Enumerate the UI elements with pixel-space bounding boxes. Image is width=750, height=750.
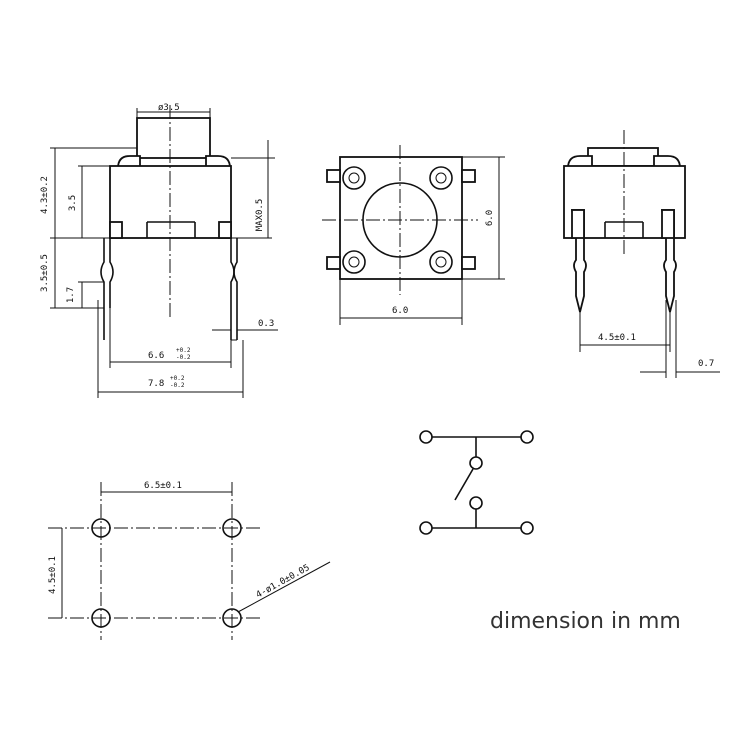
pin-bend-dim: 1.7: [66, 287, 76, 303]
side-view: ø3.5 4.3±0.2 3.5 3.5±0.5 1.7 MAX0.5 0.3 …: [40, 103, 278, 398]
right-pin: [233, 238, 238, 340]
pcb-footprint: 6.5±0.1 4.5±0.1 4-ø1.0±0.05: [48, 481, 331, 640]
terminal-2: [520, 430, 534, 444]
hole-spec-dim: 4-ø1.0±0.05: [255, 563, 312, 601]
front-pitch-dim: 4.5±0.1: [598, 333, 636, 343]
left-bump: [117, 155, 141, 169]
terminal-4: [520, 521, 534, 535]
pin-thickness-dim: 0.3: [258, 319, 274, 329]
terminal-1: [419, 430, 433, 444]
top-view: 6.0 6.0: [322, 145, 505, 325]
plunger-cap: [136, 117, 211, 159]
svg-text:-0.2: -0.2: [176, 354, 191, 361]
front-pin-width-dim: 0.7: [698, 359, 714, 369]
max-height-dim: MAX0.5: [255, 199, 265, 232]
hole-1: [91, 518, 111, 538]
contact-bottom: [469, 496, 483, 510]
footprint-pitch-x-dim: 6.5±0.1: [144, 481, 182, 491]
switch-schematic: [419, 430, 534, 535]
pin-standoff-dim: 3.5±0.5: [40, 254, 50, 292]
cap-diameter-dim: ø3.5: [158, 103, 180, 113]
svg-text:-0.2: -0.2: [170, 382, 185, 389]
top-height-dim: 6.0: [485, 210, 495, 226]
inner-width-dim: 6.6: [148, 351, 164, 361]
outer-width-dim: 7.8: [148, 379, 164, 389]
svg-text:+0.2: +0.2: [170, 375, 185, 382]
footprint-pitch-y-dim: 4.5±0.1: [48, 556, 58, 594]
top-width-dim: 6.0: [392, 306, 408, 316]
left-pin: [100, 238, 105, 340]
hole-2: [222, 518, 242, 538]
hole-3: [91, 608, 111, 628]
units-note: dimension in mm: [490, 609, 681, 634]
svg-text:+0.2: +0.2: [176, 347, 191, 354]
top-body: [339, 156, 463, 280]
contact-top: [469, 456, 483, 470]
body-height-dim: 3.5: [68, 195, 78, 211]
terminal-3: [419, 521, 433, 535]
front-view: 4.5±0.1 0.7: [563, 130, 720, 378]
total-height-dim: 4.3±0.2: [40, 176, 50, 214]
hole-4: [222, 608, 242, 628]
